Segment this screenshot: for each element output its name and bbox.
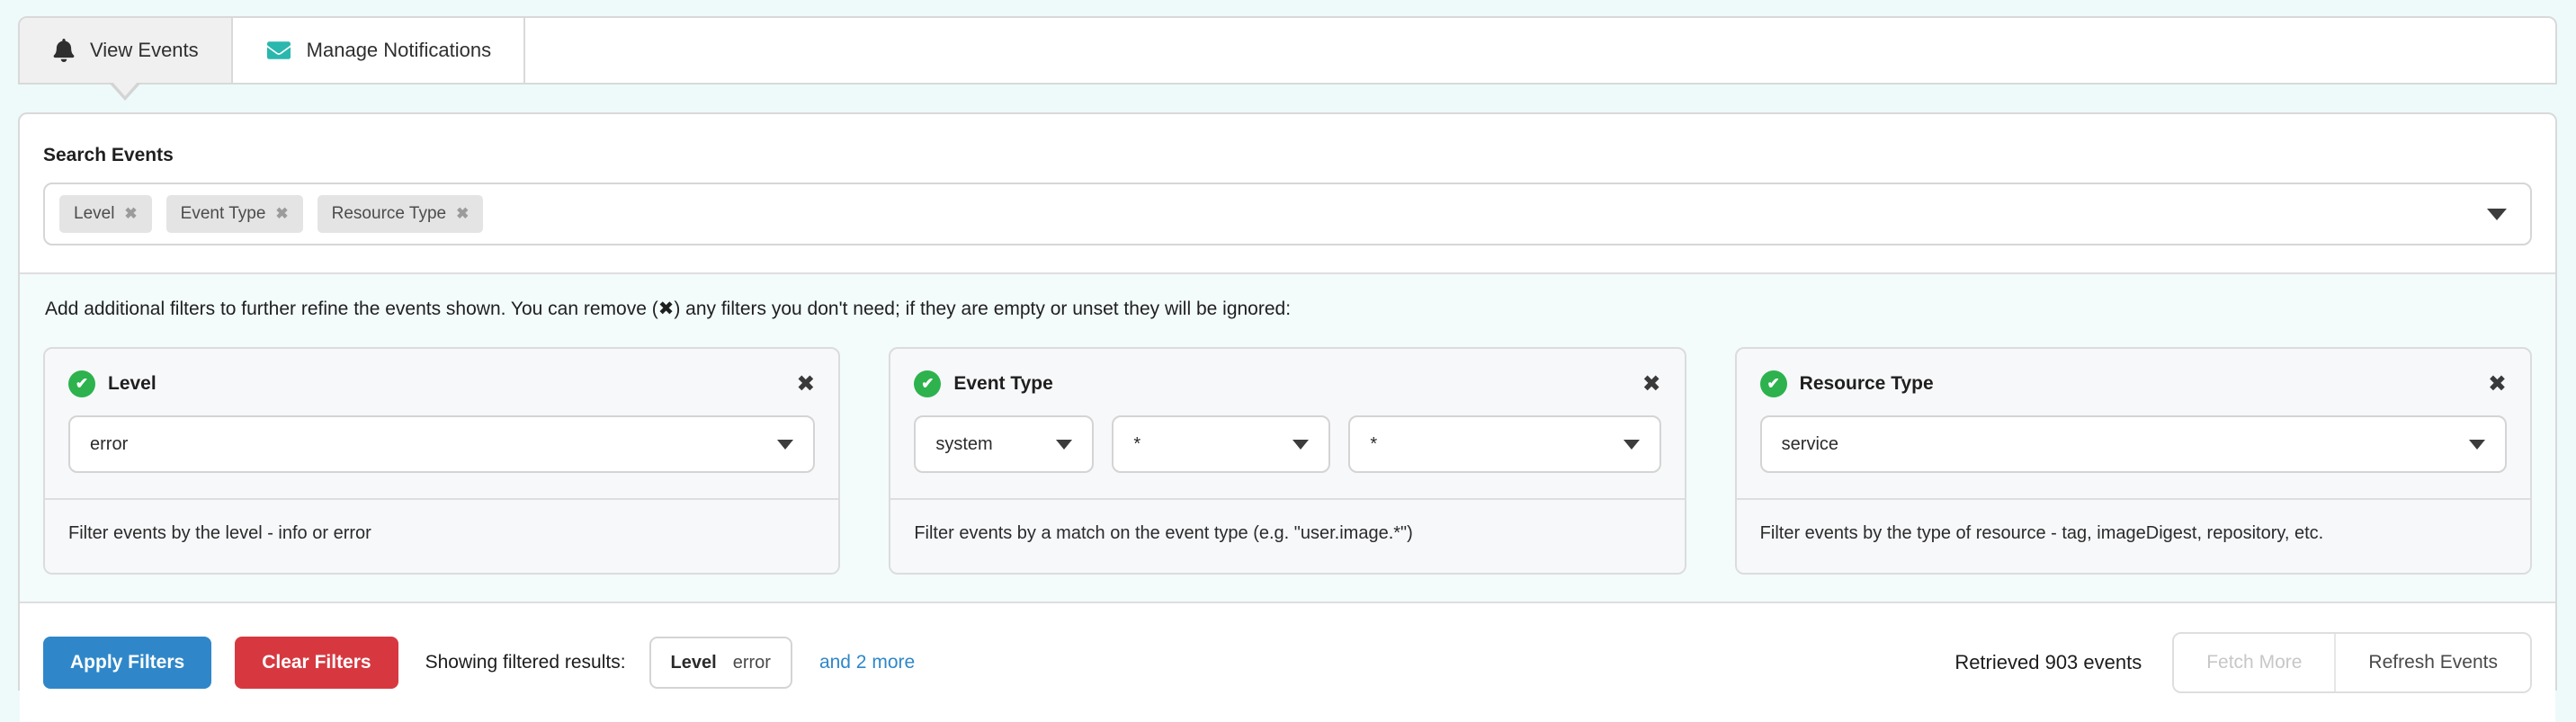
- valid-check-icon: ✔: [914, 370, 942, 397]
- retrieved-events-count: Retrieved 903 events: [1954, 651, 2142, 673]
- filter-card-resource-type: ✔ Resource Type ✖ service Filter events …: [1734, 347, 2532, 575]
- and-more-link[interactable]: and 2 more: [818, 652, 916, 673]
- filter-cards-row: ✔ Level ✖ error Filter events by the lev…: [43, 347, 2532, 575]
- filter-tag-level: Level ✖: [59, 195, 152, 233]
- apply-filters-button[interactable]: Apply Filters: [43, 637, 212, 689]
- remove-tag-icon[interactable]: ✖: [275, 205, 289, 222]
- chevron-down-icon: [1623, 439, 1640, 450]
- refresh-events-button[interactable]: Refresh Events: [2336, 634, 2530, 691]
- event-type-category-select[interactable]: system: [914, 415, 1095, 473]
- tab-view-events[interactable]: View Events: [20, 18, 233, 101]
- fetch-more-button[interactable]: Fetch More: [2174, 634, 2337, 691]
- chevron-down-icon: [1056, 439, 1073, 450]
- events-button-group: Fetch More Refresh Events: [2172, 632, 2532, 693]
- tab-label: Manage Notifications: [306, 39, 492, 61]
- filter-card-title: Level: [108, 373, 157, 394]
- search-events-section: Search Events Level ✖ Event Type ✖ Resou…: [20, 114, 2555, 272]
- event-type-subcategory-select[interactable]: *: [1112, 415, 1331, 473]
- search-events-title: Search Events: [43, 145, 174, 165]
- chevron-down-icon: [1292, 439, 1310, 450]
- filter-card-description: Filter events by the type of resource - …: [1736, 498, 2530, 573]
- filter-card-event-type: ✔ Event Type ✖ system * *: [889, 347, 1686, 575]
- search-filters-multiselect[interactable]: Level ✖ Event Type ✖ Resource Type ✖: [43, 183, 2532, 245]
- tab-manage-notifications[interactable]: Manage Notifications: [233, 18, 526, 83]
- filters-instruction-text: Add additional filters to further refine…: [45, 299, 1292, 319]
- remove-tag-icon[interactable]: ✖: [124, 205, 138, 222]
- filtered-results-label: Showing filtered results:: [425, 652, 626, 673]
- valid-check-icon: ✔: [68, 370, 95, 397]
- remove-filter-icon[interactable]: ✖: [796, 370, 816, 397]
- filter-card-title: Event Type: [953, 373, 1053, 394]
- badge-filter-name: Level: [670, 652, 717, 673]
- events-panel: Search Events Level ✖ Event Type ✖ Resou…: [18, 112, 2557, 722]
- resource-type-select[interactable]: service: [1759, 415, 2507, 473]
- clear-filters-button[interactable]: Clear Filters: [235, 637, 398, 689]
- remove-filter-icon[interactable]: ✖: [2488, 370, 2507, 397]
- tab-bar: View Events Manage Notifications: [18, 16, 2557, 101]
- filter-card-title: Resource Type: [1799, 373, 1934, 394]
- additional-filters-section: Add additional filters to further refine…: [20, 272, 2555, 603]
- filter-tag-resource-type: Resource Type ✖: [317, 195, 484, 233]
- event-type-event-select[interactable]: *: [1348, 415, 1661, 473]
- remove-filter-icon[interactable]: ✖: [1641, 370, 1661, 397]
- actions-bar: Apply Filters Clear Filters Showing filt…: [20, 603, 2555, 722]
- chevron-down-icon[interactable]: [2487, 208, 2507, 220]
- filter-card-description: Filter events by the level - info or err…: [45, 498, 839, 573]
- active-filter-badge: Level error: [648, 637, 792, 689]
- remove-tag-icon[interactable]: ✖: [456, 205, 470, 222]
- chevron-down-icon: [2468, 439, 2485, 450]
- level-select[interactable]: error: [68, 415, 816, 473]
- badge-filter-value: error: [732, 652, 771, 673]
- tab-label: View Events: [90, 39, 199, 61]
- filter-tag-event-type: Event Type ✖: [165, 195, 303, 233]
- bell-icon: [52, 39, 76, 62]
- chevron-down-icon: [777, 439, 794, 450]
- filter-card-description: Filter events by a match on the event ty…: [890, 498, 1685, 573]
- filter-card-level: ✔ Level ✖ error Filter events by the lev…: [43, 347, 841, 575]
- valid-check-icon: ✔: [1759, 370, 1787, 397]
- envelope-icon: [265, 39, 292, 62]
